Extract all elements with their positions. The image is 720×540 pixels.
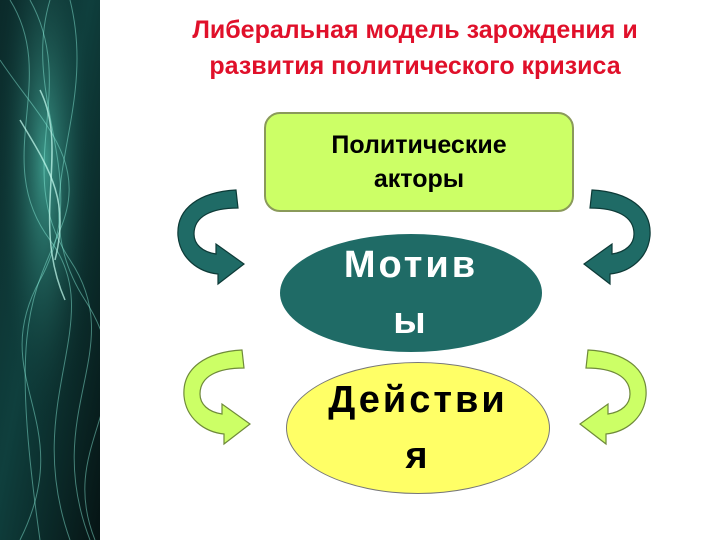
curved-arrow-top-left-icon	[177, 189, 246, 286]
slide-title-line-2: развития политического кризиса	[209, 52, 621, 80]
slide-title-line-1: Либеральная модель зарождения и	[192, 16, 638, 44]
curved-arrow-top-right-icon	[582, 189, 651, 286]
curved-arrow-bottom-right-icon	[578, 349, 647, 446]
node-motives-label: Мотивы	[343, 244, 479, 342]
node-political-actors: Политические акторы	[264, 112, 574, 212]
node-actions: Действия	[286, 362, 550, 494]
node-political-actors-label: Политические акторы	[331, 131, 507, 193]
node-actions-label: Действия	[328, 379, 508, 477]
slide-title: Либеральная модель зарождения и развития…	[110, 12, 720, 84]
curved-arrow-bottom-left-icon	[183, 349, 252, 446]
decorative-sidebar	[0, 0, 100, 540]
node-motives: Мотивы	[280, 234, 542, 352]
